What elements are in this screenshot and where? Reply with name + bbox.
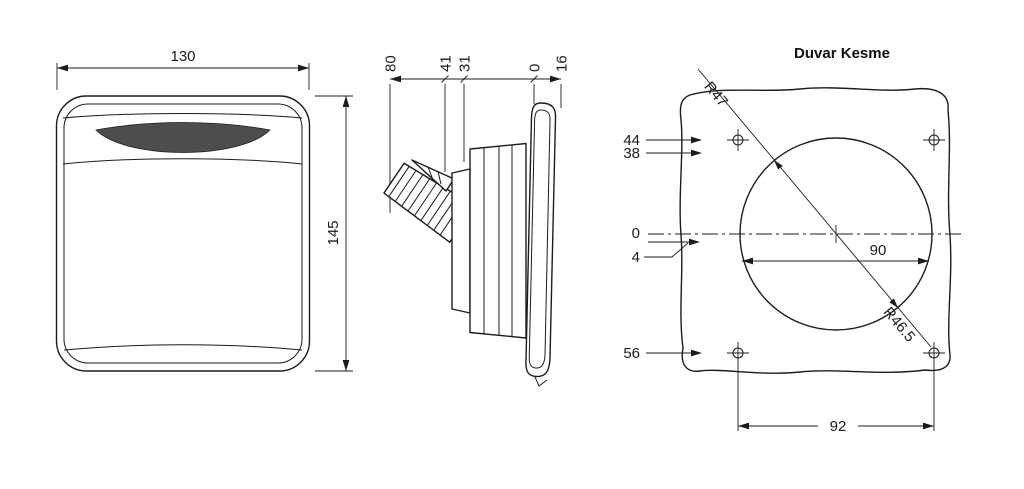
mounting-hole-bottom-left xyxy=(727,342,749,364)
mounting-hole-top-left xyxy=(727,129,749,151)
wall-patch-outline xyxy=(679,87,952,374)
radius-callouts: R47 R46.5 xyxy=(697,68,932,348)
side-label-31: 31 xyxy=(457,55,474,72)
front-view: 130 145 xyxy=(55,48,353,372)
mounting-hole-bottom-right xyxy=(923,342,945,364)
offset-4-label: 4 xyxy=(632,249,640,266)
side-dimensions: 80 41 31 0 16 xyxy=(383,55,571,213)
offset-44-label: 44 xyxy=(623,132,640,149)
offset-0-label: 0 xyxy=(632,225,640,242)
wall-view-title: Duvar Kesme xyxy=(794,45,890,62)
front-handle-recess xyxy=(95,122,271,153)
side-label-16: 16 xyxy=(554,55,571,72)
side-label-0: 0 xyxy=(527,64,544,72)
dim-holes-92: 92 xyxy=(737,364,935,435)
side-spike xyxy=(411,159,455,192)
mounting-hole-top-right xyxy=(923,129,945,151)
radius-top-label: R47 xyxy=(700,78,731,110)
side-body xyxy=(451,142,527,339)
front-width-label: 130 xyxy=(170,48,195,65)
dim-height-145: 145 xyxy=(315,95,353,372)
dim-width-130: 130 xyxy=(56,48,310,90)
offset-56-label: 56 xyxy=(623,345,640,362)
front-cover-body xyxy=(55,95,311,372)
wall-cutout-view: Duvar Kesme xyxy=(623,45,962,435)
circle-width-label: 90 xyxy=(870,242,887,259)
side-view: 80 41 31 0 16 xyxy=(383,55,571,387)
left-offset-dimensions: 44 38 0 4 56 xyxy=(623,132,702,362)
offset-38-label: 38 xyxy=(623,145,640,162)
side-flange xyxy=(525,102,557,387)
dim-circle-90: 90 xyxy=(742,242,929,265)
hole-spacing-label: 92 xyxy=(830,418,847,435)
front-height-label: 145 xyxy=(325,220,342,245)
side-label-80: 80 xyxy=(383,55,400,72)
side-label-41: 41 xyxy=(438,55,455,72)
